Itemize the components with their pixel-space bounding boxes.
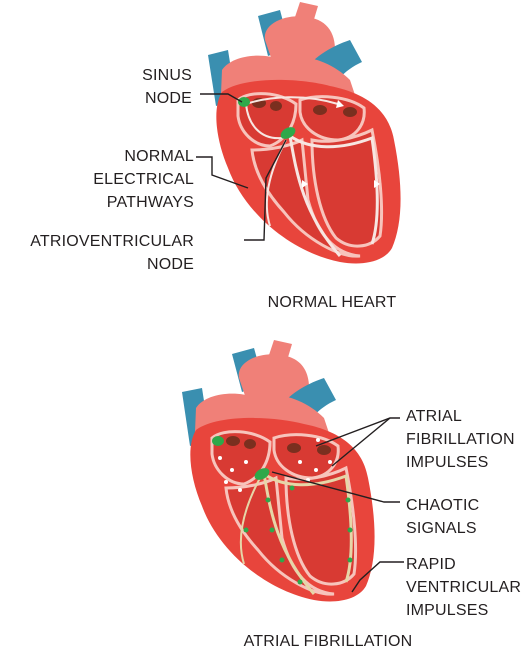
chaotic-signals-label: CHAOTIC SIGNALS xyxy=(406,494,479,540)
sinus-node xyxy=(212,436,224,446)
normal-heart-caption: NORMAL HEART xyxy=(232,291,432,314)
valve-shape xyxy=(270,101,282,111)
valve-shape xyxy=(343,107,357,117)
valve-shape xyxy=(317,445,331,455)
afib-heart-illustration xyxy=(182,340,375,601)
valve-shape xyxy=(226,436,240,446)
sinus-node-label: SINUS NODE xyxy=(142,64,192,110)
valve-shape xyxy=(244,439,256,449)
valve-shape xyxy=(287,443,301,453)
sinus-node xyxy=(238,97,250,107)
pathway-arrow xyxy=(262,226,270,234)
normal-pathways-label: NORMAL ELECTRICAL PATHWAYS xyxy=(93,145,194,214)
av-node-label: ATRIOVENTRICULAR NODE xyxy=(30,230,194,276)
valve-shape xyxy=(313,105,327,115)
normal-heart-illustration xyxy=(208,2,401,263)
rapid-impulses-label: RAPID VENTRICULAR IMPULSES xyxy=(406,553,521,622)
fibrillation-impulses-label: ATRIAL FIBRILLATION IMPULSES xyxy=(406,405,515,474)
